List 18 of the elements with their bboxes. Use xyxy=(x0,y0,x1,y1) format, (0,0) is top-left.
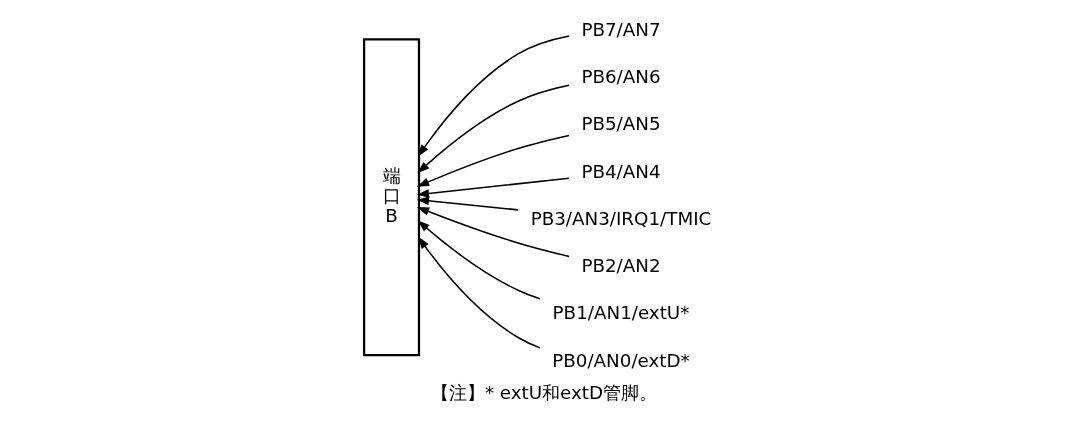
node-text: PB7/AN7 xyxy=(580,18,661,40)
arrow xyxy=(416,177,570,198)
node-box: 端口B xyxy=(362,38,420,357)
arrow xyxy=(416,84,570,174)
node-text: PB0/AN0/extD* xyxy=(551,349,690,371)
node-text: PB1/AN1/extU* xyxy=(552,302,689,324)
node-text: PB3/AN3/IRQ1/TMIC xyxy=(530,207,711,229)
arrow xyxy=(416,206,570,258)
arrow xyxy=(417,220,541,300)
node-text: PB6/AN6 xyxy=(580,66,661,88)
arrow xyxy=(416,196,519,211)
arrow xyxy=(417,35,570,157)
node-text: PB5/AN5 xyxy=(580,113,661,135)
node-text: PB2/AN2 xyxy=(580,255,661,277)
arrow xyxy=(417,236,541,349)
arrow xyxy=(416,134,570,187)
caption: 【注】* extU和extD管脚。 xyxy=(430,382,657,404)
node-text: PB4/AN4 xyxy=(580,160,661,182)
